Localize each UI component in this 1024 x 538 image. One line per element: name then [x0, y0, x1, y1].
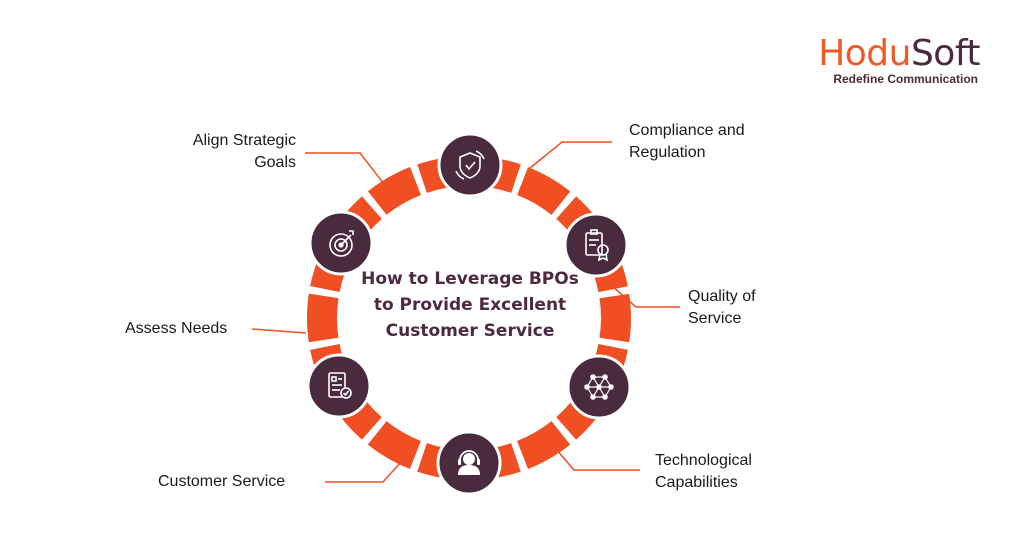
node-assess-needs	[306, 353, 372, 419]
ring-path	[306, 156, 631, 480]
orange-ring	[306, 156, 631, 480]
checklist-document-icon	[328, 372, 352, 399]
brand-name-part1: Hodu	[818, 33, 911, 74]
leader-line-technological	[554, 447, 640, 471]
center-title: How to Leverage BPOs to Provide Excellen…	[361, 269, 579, 341]
certificate-clipboard-icon	[585, 229, 609, 262]
label-quality: Quality of Service	[688, 288, 756, 327]
target-arrow-icon	[329, 230, 354, 257]
network-globe-icon	[584, 374, 614, 400]
headset-agent-icon	[458, 450, 480, 475]
leader-line-assess-needs	[251, 328, 307, 334]
node-technological	[566, 354, 632, 420]
leader-line-compliance	[529, 141, 612, 169]
node-align-goals	[308, 210, 374, 276]
node-customer-service	[436, 430, 502, 496]
label-align-goals: Align Strategic Goals	[192, 132, 296, 171]
leader-lines	[251, 141, 680, 483]
leader-line-quality	[611, 285, 680, 308]
label-customer-service: Customer Service	[158, 473, 286, 490]
shield-check-icon	[455, 150, 485, 180]
label-assess-needs: Assess Needs	[125, 320, 228, 337]
leader-line-customer-service	[325, 451, 411, 483]
brand-tagline: Redefine Communication	[833, 72, 978, 86]
brand-name-part2: Soft	[910, 33, 981, 74]
label-technological: Technological Capabilities	[655, 452, 752, 491]
label-compliance: Compliance and Regulation	[629, 122, 745, 161]
node-compliance	[437, 132, 503, 198]
brand-name: HoduSoft	[818, 34, 980, 74]
node-quality	[563, 212, 629, 278]
brand-logo: HoduSoft Redefine Communication	[818, 34, 980, 87]
leader-line-align-goals	[305, 152, 385, 185]
